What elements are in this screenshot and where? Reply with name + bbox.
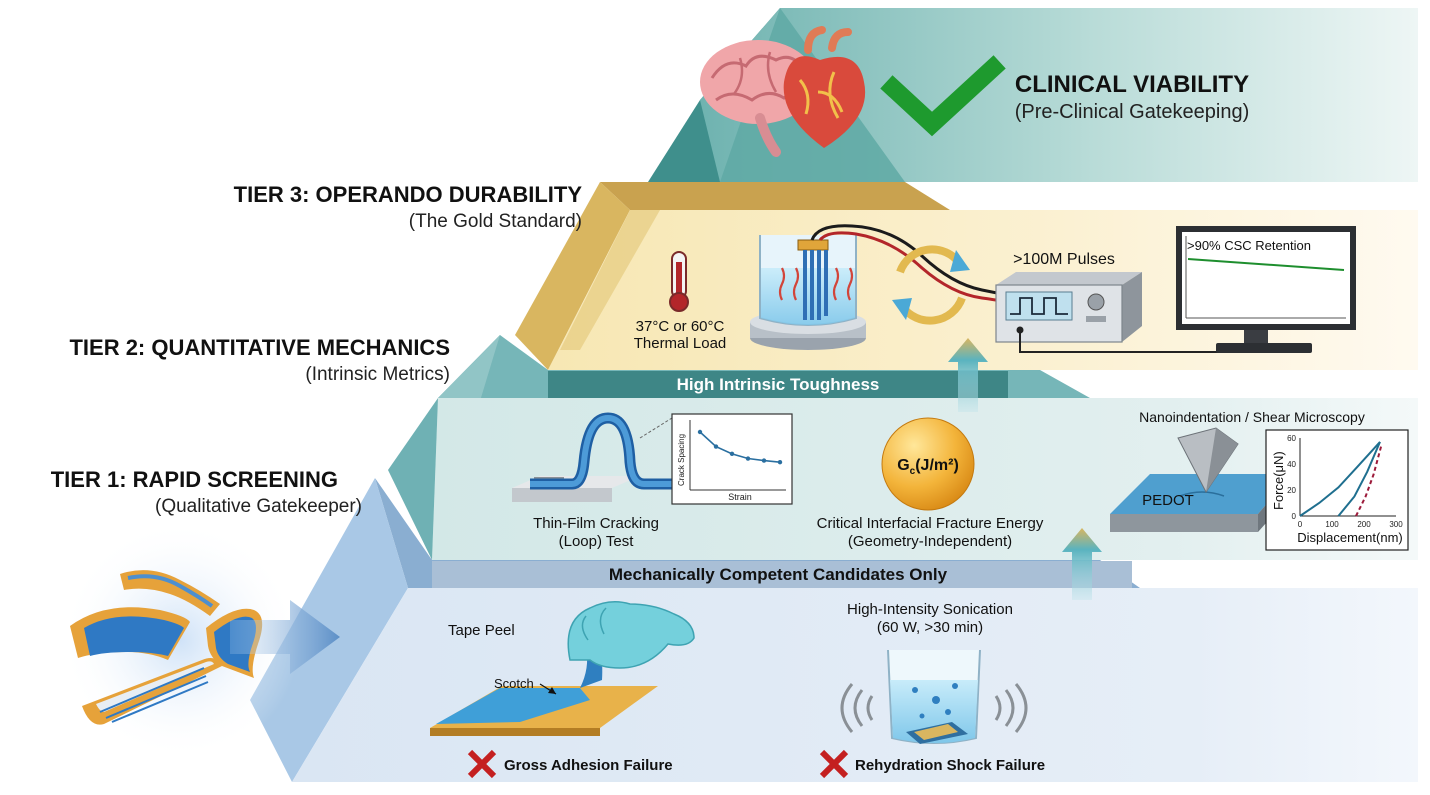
tier1-title: TIER 1: RAPID SCREENING: [51, 467, 338, 492]
tier2-title: TIER 2: QUANTITATIVE MECHANICS: [69, 335, 450, 360]
right-arrow-icon: [230, 600, 340, 674]
tier3-title: TIER 3: OPERANDO DURABILITY: [234, 182, 583, 207]
y-tick-label-1: 20: [1287, 486, 1296, 495]
force-displacement-series-0: [1299, 441, 1381, 517]
y-tick-label-3: 60: [1287, 434, 1296, 443]
clinical-viability-title: CLINICAL VIABILITY: [1015, 71, 1249, 98]
loop-test-icon: [512, 412, 676, 502]
csc-retention-label: >90% CSC Retention: [1187, 238, 1311, 253]
tier3-band: [548, 371, 1008, 398]
nanoindentation-label: Nanoindentation / Shear Microscopy: [1139, 409, 1365, 425]
tape-peel-label: Tape Peel: [448, 622, 515, 639]
sonication-line2: (60 W, >30 min): [877, 619, 983, 636]
pedot-label: PEDOT: [1142, 492, 1194, 509]
pulse-generator-icon: [995, 272, 1142, 343]
x-tick-label-0: 0: [1298, 520, 1303, 529]
crack-spacing-point-2: [729, 451, 735, 457]
upward-arrow-tier3: [948, 338, 988, 412]
tier3-band-label: High Intrinsic Toughness: [677, 375, 880, 394]
fracture-energy-line1: Critical Interfacial Fracture Energy: [817, 515, 1044, 532]
x-tick-label-2: 200: [1357, 520, 1371, 529]
tape-peel-icon: [430, 601, 695, 736]
tier3-left-side: [515, 182, 630, 370]
y-tick-label-2: 40: [1287, 460, 1296, 469]
clinical-viability-subtitle: (Pre-Clinical Gatekeeping): [1015, 101, 1250, 123]
glove-hand-icon: [567, 601, 695, 669]
monitor-icon: [1176, 226, 1356, 353]
crack-spacing-point-3: [745, 456, 751, 461]
y-tick-label-0: 0: [1292, 512, 1297, 521]
heart-icon: [783, 26, 866, 148]
cycle-arrows-icon: [892, 245, 970, 325]
x-tick-label-1: 100: [1325, 520, 1339, 529]
fracture-energy-orb: [881, 417, 975, 511]
scotch-label: Scotch: [494, 676, 534, 691]
pulses-label: >100M Pulses: [1013, 251, 1115, 268]
force-displacement-series-2: [1355, 444, 1383, 517]
force-displacement-series-1: [1337, 441, 1381, 517]
thermal-load-line2: Thermal Load: [634, 335, 727, 352]
crack-spacing-ylabel: Crack Spacing: [677, 434, 686, 486]
tier3-inner-slope: [560, 210, 660, 350]
thermometer-icon: [669, 251, 689, 312]
csc-retention-line: [1187, 258, 1345, 271]
loop-test-line1: Thin-Film Cracking: [533, 515, 659, 532]
displacement-xlabel: Displacement(nm): [1297, 530, 1402, 545]
force-displacement-chart: 0 100 200 300 0 20 40 60 Force(μN) Displacement…: [1265, 429, 1409, 551]
fail-x-icon-adhesion: [467, 749, 497, 779]
beaker-heated-icon: [750, 235, 866, 350]
fracture-energy-symbol: Gc(J/m²): [897, 457, 959, 477]
top-tier-face: [700, 8, 1418, 182]
tier2-band: [432, 561, 1132, 588]
crack-spacing-chart: Crack Spacing Strain: [671, 413, 793, 505]
thermal-load-line1: 37°C or 60°C: [636, 318, 725, 335]
crack-spacing-series: [699, 431, 781, 463]
crack-spacing-point-0: [697, 429, 703, 435]
crack-spacing-point-4: [761, 458, 767, 463]
crack-spacing-xlabel: Strain: [728, 492, 752, 502]
sonication-beaker-icon: [887, 649, 981, 744]
fracture-energy-line2: (Geometry-Independent): [848, 533, 1012, 550]
loop-test-line2: (Loop) Test: [559, 533, 635, 550]
crack-spacing-point-1: [713, 444, 719, 449]
tier1-top-rim: [375, 478, 1140, 588]
fail-x-icon-rehydration: [819, 749, 849, 779]
sound-waves-icon: [840, 683, 1028, 733]
tier1-subtitle: (Qualitative Gatekeeper): [155, 496, 362, 517]
x-tick-label-3: 300: [1389, 520, 1403, 529]
rehydration-shock-failure: Rehydration Shock Failure: [855, 757, 1045, 774]
tier2-band-label: Mechanically Competent Candidates Only: [609, 565, 948, 584]
tier3-top-rim: [600, 182, 950, 210]
gross-adhesion-failure: Gross Adhesion Failure: [504, 757, 673, 774]
tier3-subtitle: (The Gold Standard): [409, 211, 582, 232]
upward-arrow-tier2: [1062, 528, 1102, 600]
checkmark-icon: [880, 55, 1006, 137]
tier2-subtitle: (Intrinsic Metrics): [305, 364, 450, 385]
crack-spacing-point-5: [777, 459, 783, 465]
force-ylabel: Force(μN): [1271, 451, 1286, 510]
sonication-line1: High-Intensity Sonication: [847, 601, 1013, 618]
